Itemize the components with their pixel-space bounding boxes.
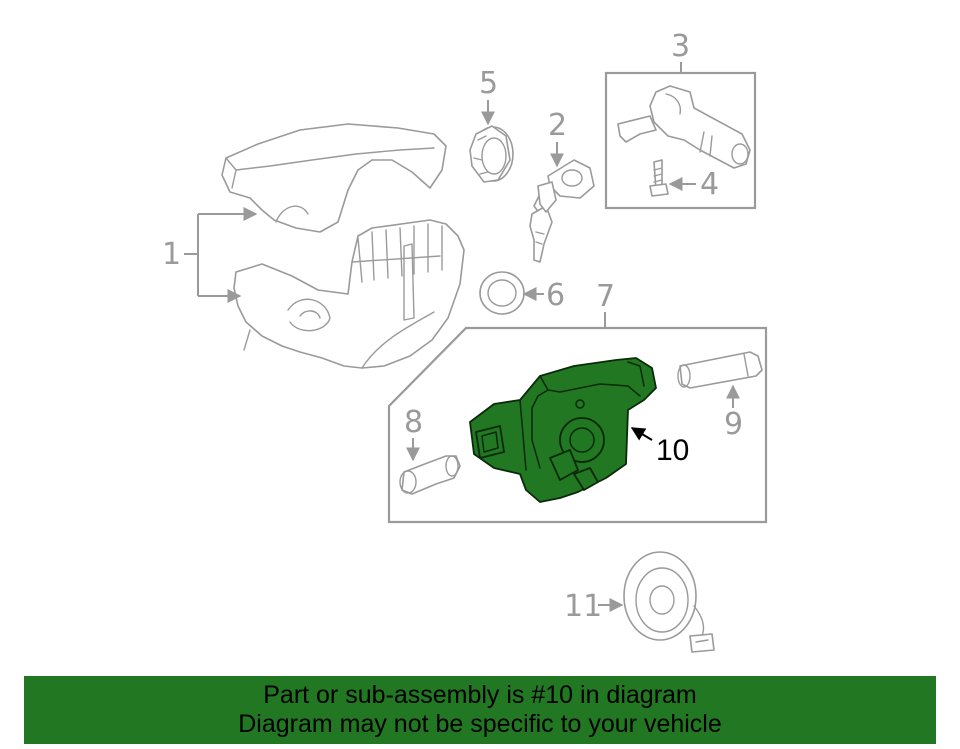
lower-column-cover xyxy=(233,219,465,369)
ignition-housing xyxy=(617,85,751,169)
upper-column-cover xyxy=(221,123,447,233)
callout-2: 2 xyxy=(548,108,567,143)
callout-11: 11 xyxy=(564,589,602,624)
callout-9: 9 xyxy=(724,407,743,442)
parts-diagram: 1 5 2 3 4 6 xyxy=(162,29,768,653)
callout-7: 7 xyxy=(596,279,615,314)
callout-4: 4 xyxy=(700,167,719,202)
clock-spring xyxy=(623,551,715,653)
combination-switch xyxy=(469,357,657,503)
callout-10: 10 xyxy=(656,434,689,467)
banner-line-2: Diagram may not be specific to your vehi… xyxy=(238,710,722,738)
callout-8: 8 xyxy=(404,405,423,440)
switch-stalk-tube xyxy=(677,351,763,389)
info-banner: Part or sub-assembly is #10 in diagram D… xyxy=(24,676,936,744)
leader-1 xyxy=(184,214,199,296)
callout-6: 6 xyxy=(546,278,565,313)
seal-ring xyxy=(479,271,525,315)
ignition-keys xyxy=(529,181,557,263)
housing-bolt xyxy=(649,159,669,197)
callout-1: 1 xyxy=(162,237,181,272)
box-part-7 xyxy=(387,326,768,524)
callout-3: 3 xyxy=(671,29,690,64)
ignition-bezel xyxy=(469,125,514,183)
leader-10 xyxy=(630,427,653,441)
callout-5: 5 xyxy=(479,66,498,101)
switch-stalk-end xyxy=(399,455,461,495)
banner-line-1: Part or sub-assembly is #10 in diagram xyxy=(263,681,697,709)
